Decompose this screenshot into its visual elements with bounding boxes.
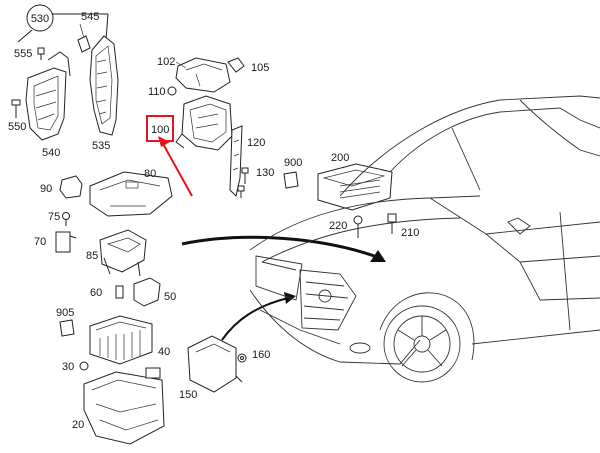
- label-50: 50: [164, 291, 176, 303]
- label-85: 85: [86, 250, 98, 262]
- highlight-arrow: [158, 136, 193, 197]
- label-40: 40: [158, 346, 170, 358]
- part-105-clip: [227, 57, 245, 73]
- label-80: 80: [144, 168, 156, 180]
- part-80-cover: [89, 171, 173, 217]
- label-102: 102: [157, 56, 175, 68]
- part-160-washer: [237, 353, 247, 363]
- part-75-screw: [62, 212, 70, 226]
- part-200-ecu: [317, 163, 393, 211]
- label-200: 200: [331, 152, 349, 164]
- car-illustration: [249, 95, 600, 383]
- label-150: 150: [179, 389, 197, 401]
- label-550: 550: [8, 121, 26, 133]
- part-900-connector: [283, 171, 299, 189]
- curved-arrow-lower: [221, 292, 296, 341]
- label-545: 545: [81, 11, 99, 23]
- label-530: 530: [31, 13, 49, 25]
- part-screw-lower: [237, 185, 245, 198]
- part-120-bracket: [229, 125, 243, 197]
- part-70-relay: [55, 231, 77, 253]
- label-100: 100: [151, 124, 169, 136]
- part-110-nut: [167, 86, 177, 96]
- part-905-connector: [59, 319, 75, 337]
- part-30-nut: [79, 361, 89, 371]
- part-20-housing: [83, 367, 165, 445]
- label-120: 120: [247, 137, 265, 149]
- part-210-sensor: [387, 213, 397, 234]
- callout-530: 530: [17, 4, 109, 43]
- label-60: 60: [90, 287, 102, 299]
- label-130: 130: [256, 167, 274, 179]
- car-fog-light: [349, 342, 371, 354]
- label-220: 220: [329, 220, 347, 232]
- part-102-cover: [175, 57, 231, 93]
- part-535-bracket: [77, 35, 119, 136]
- part-90-bracket: [59, 175, 83, 199]
- curved-arrow-upper: [181, 235, 386, 262]
- label-210: 210: [401, 227, 419, 239]
- part-85-relay-holder: [99, 229, 147, 277]
- label-30: 30: [62, 361, 74, 373]
- label-555: 555: [14, 48, 32, 60]
- part-220-sensor: [353, 215, 363, 238]
- part-540-bracket: [25, 51, 71, 141]
- part-50-relay: [133, 277, 161, 307]
- label-70: 70: [34, 236, 46, 248]
- part-100-module: [175, 95, 233, 151]
- label-20: 20: [72, 419, 84, 431]
- label-75: 75: [48, 211, 60, 223]
- label-905: 905: [56, 307, 74, 319]
- part-550-screw: [11, 99, 21, 118]
- part-130-screw: [241, 167, 249, 184]
- part-555-bolt: [37, 47, 45, 60]
- label-105: 105: [251, 62, 269, 74]
- label-900: 900: [284, 157, 302, 169]
- part-150-module: [187, 335, 243, 393]
- part-60-fuse: [115, 285, 124, 299]
- label-110: 110: [148, 86, 166, 98]
- label-90: 90: [40, 183, 52, 195]
- label-535: 535: [92, 140, 110, 152]
- label-160: 160: [252, 349, 270, 361]
- part-40-fuse-box: [89, 315, 153, 365]
- label-540: 540: [42, 147, 60, 159]
